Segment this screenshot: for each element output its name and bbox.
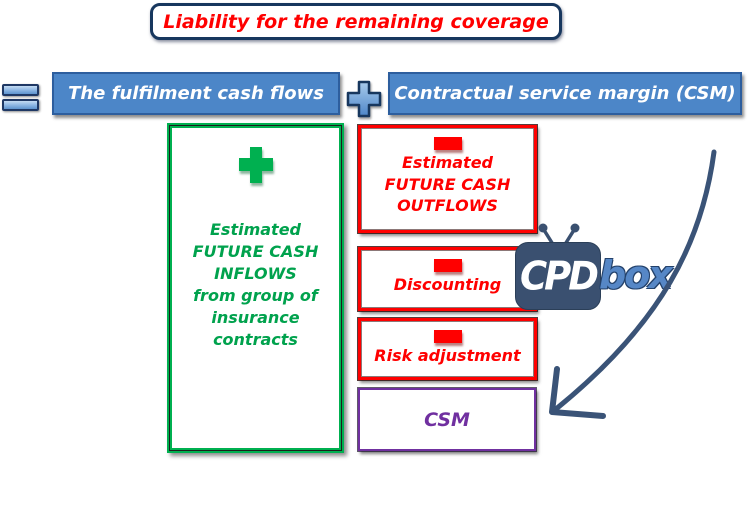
fulfilment-cash-flows-label: The fulfilment cash flows — [68, 83, 324, 104]
minus-icon — [433, 137, 462, 150]
logo-cpd-label: CPD — [520, 253, 599, 299]
csm-label: CSM — [424, 408, 470, 431]
tv-icon: CPD — [515, 242, 601, 310]
inflows-line: contracts — [213, 330, 298, 350]
plus-icon — [238, 147, 273, 183]
discounting-box: Discounting — [357, 246, 538, 312]
inflows-line: Estimated — [209, 220, 301, 239]
risk-adjustment-box: Risk adjustment — [357, 317, 538, 381]
page-title: Liability for the remaining coverage — [163, 10, 549, 33]
title-box: Liability for the remaining coverage — [150, 3, 562, 40]
equals-icon — [2, 84, 39, 114]
plus-icon — [346, 80, 382, 118]
risk-adjustment-line: Risk adjustment — [374, 346, 521, 365]
future-cash-outflows-box: Estimated FUTURE CASH OUTFLOWS — [357, 124, 538, 234]
inflows-line: INFLOWS — [214, 264, 297, 284]
inflows-line: insurance — [211, 308, 300, 328]
minus-icon — [433, 330, 462, 343]
discounting-text: Discounting — [394, 274, 502, 296]
future-cash-inflows-box: Estimated FUTURE CASH INFLOWS from group… — [167, 123, 344, 453]
logo-box-label: box — [599, 253, 673, 297]
outflows-line: Estimated — [401, 153, 493, 172]
inflows-line: FUTURE CASH — [192, 242, 319, 262]
outflows-line: OUTFLOWS — [397, 196, 498, 216]
equals-bar — [2, 99, 39, 111]
risk-adjustment-text: Risk adjustment — [374, 345, 520, 367]
inflows-text: Estimated FUTURE CASH INFLOWS from group… — [193, 219, 319, 351]
minus-icon — [433, 259, 462, 272]
contractual-service-margin-header: Contractual service margin (CSM) — [388, 72, 742, 115]
outflows-text: Estimated FUTURE CASH OUTFLOWS — [385, 152, 511, 217]
outflows-line: FUTURE CASH — [384, 174, 511, 194]
csm-box: CSM — [357, 387, 537, 452]
equals-bar — [2, 84, 39, 96]
inflows-line: from group of — [193, 286, 318, 306]
fulfilment-cash-flows-header: The fulfilment cash flows — [52, 72, 340, 115]
contractual-service-margin-label: Contractual service margin (CSM) — [394, 83, 736, 104]
discounting-line: Discounting — [393, 275, 502, 294]
